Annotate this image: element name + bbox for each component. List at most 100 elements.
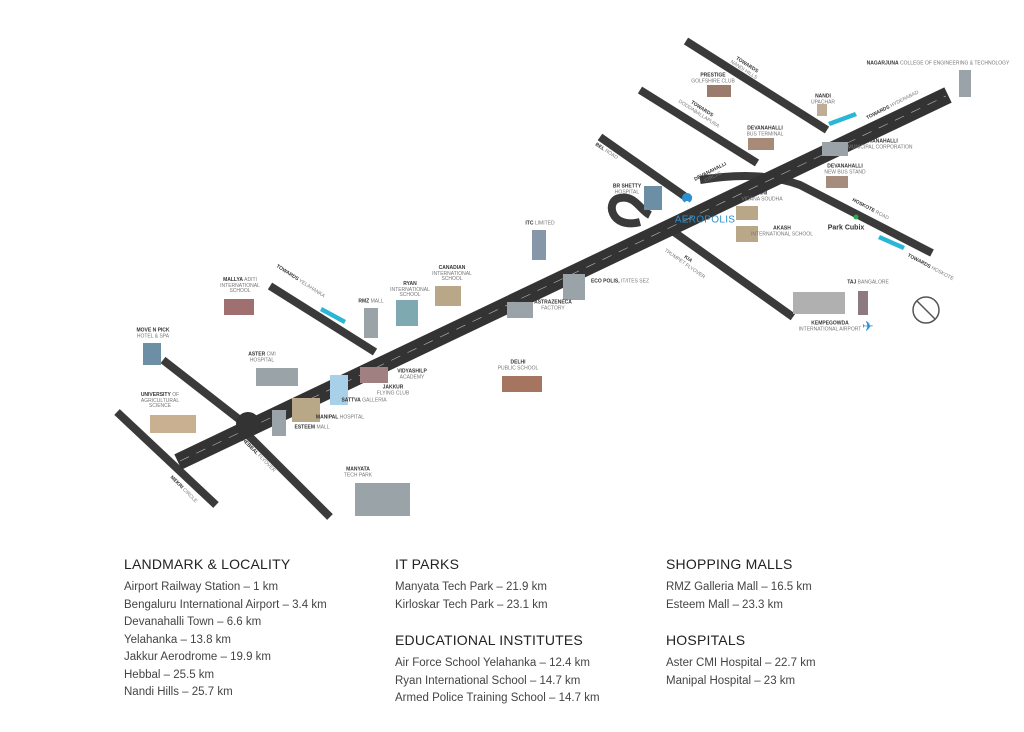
road-move-n-pick [160,356,243,424]
map-label: ESTEEM MALL [294,424,330,431]
legend-item: Manipal Hospital – 23 km [666,674,796,687]
park-cubix-logo: Park Cubix [827,224,865,232]
road-yelahanka [267,282,378,356]
building-nagarjuna [959,70,971,97]
building-prestige [707,85,731,97]
building-move-n-pick [143,343,161,365]
arrow-hoskote [878,235,905,250]
legend-item: Kirloskar Tech Park – 23.1 km [395,598,548,611]
map-label: SATTVA GALLERIA [341,397,387,404]
building-br-shetty [644,186,662,210]
legend-item: Air Force School Yelahanka – 12.4 km [395,657,590,669]
building-airport [793,292,845,314]
pin-icon [682,193,693,213]
map-label: MANIPAL HOSPITAL [315,414,365,421]
building-new-bus-stand [826,176,848,188]
legend-item: Armed Police Training School – 14.7 km [395,692,600,704]
legend-hospitals: HOSPITALS Aster CMI Hospital – 22.7 km M… [666,632,816,692]
building-rmz [364,308,378,338]
road-nandi-hills [683,37,830,134]
legend-landmark-locality: LANDMARK & LOCALITY Airport Railway Stat… [124,556,327,704]
legend-item: Airport Railway Station – 1 km [124,581,279,593]
park-cubix-dot-icon [853,214,859,220]
legend-heading: HOSPITALS [666,632,746,648]
airplane-icon: ✈ [862,318,874,334]
map-label: ITC LIMITED [525,220,555,227]
legend-item: Manyata Tech Park – 21.9 km [395,581,547,593]
building-nandi-upachar [817,104,827,116]
map-label: UNIVERSITY OF AGRICULTURAL SCIENCE [140,391,180,409]
building-dps [502,376,542,392]
building-taj [858,291,868,315]
map-label: MALLYA ADITI INTERNATIONAL SCHOOL [220,276,260,294]
legend-shopping-malls: SHOPPING MALLS RMZ Galleria Mall – 16.5 … [666,556,812,616]
road-hebbal-flyover [235,422,333,520]
legend-educational-institutes: EDUCATIONAL INSTITUTES Air Force School … [395,632,600,710]
main-road-center-line [179,95,947,462]
project-name-aeropolis: AEROPOLIS [674,214,736,226]
legend-item: Bengaluru International Airport – 3.4 km [124,598,327,611]
map-label: TAJ BANGALORE [847,279,889,286]
legend-item: Aster CMI Hospital – 22.7 km [666,657,816,669]
direction-arrows [320,112,905,324]
building-vidyashilp [360,367,388,383]
road-loop [607,193,653,228]
legend-item: Esteem Mall – 23.3 km [666,598,783,611]
building-ecopolis [563,274,585,300]
legend-heading: IT PARKS [395,556,460,572]
building-astrazeneca [507,302,533,318]
legend-it-parks: IT PARKS Manyata Tech Park – 21.9 km Kir… [395,556,548,616]
arrow-hyderabad [828,112,857,126]
road-doddaballapura [637,86,760,167]
building-sattva [330,375,348,405]
map-label: NAGARJUNA COLLEGE OF ENGINEERING & TECHN… [866,60,1010,67]
building-mallya [224,299,254,315]
legend-heading: EDUCATIONAL INSTITUTES [395,632,583,648]
legend-heading: LANDMARK & LOCALITY [124,556,291,572]
building-itc [532,230,546,260]
building-akash [736,226,758,242]
building-university [150,415,196,433]
building-manyata [355,483,410,516]
building-aster [256,368,298,386]
road-mekri-circle [114,409,219,508]
legend-item: Jakkur Aerodrome – 19.9 km [124,651,272,663]
hebbal-roundabout [236,412,260,436]
road-trumpet-flyover [664,223,796,321]
legend-item: Nandi Hills – 25.7 km [124,686,233,698]
building-ryan [396,300,418,326]
arrow-yelahanka [320,307,346,324]
building-vidana-soudha [736,206,758,220]
buildings [143,70,971,516]
map-label: ECO POLIS, IT/ITES SEZ [590,278,650,285]
map-label: RMZ MALL [358,298,384,305]
building-manipal [292,398,320,422]
legend-item: RMZ Galleria Mall – 16.5 km [666,581,812,593]
location-map: ✈ [114,37,971,520]
legend-item: Ryan International School – 14.7 km [395,674,581,687]
legend-item: Devanahalli Town – 6.6 km [124,616,262,628]
building-bus-terminal [748,138,774,150]
no-flying-icon [912,296,940,324]
map-label: ASTER CMI HOSPITAL [248,351,276,363]
legend-item: Yelahanka – 13.8 km [124,633,231,646]
building-municipal [822,142,848,156]
legend-heading: SHOPPING MALLS [666,556,793,572]
road-bel [597,133,693,204]
